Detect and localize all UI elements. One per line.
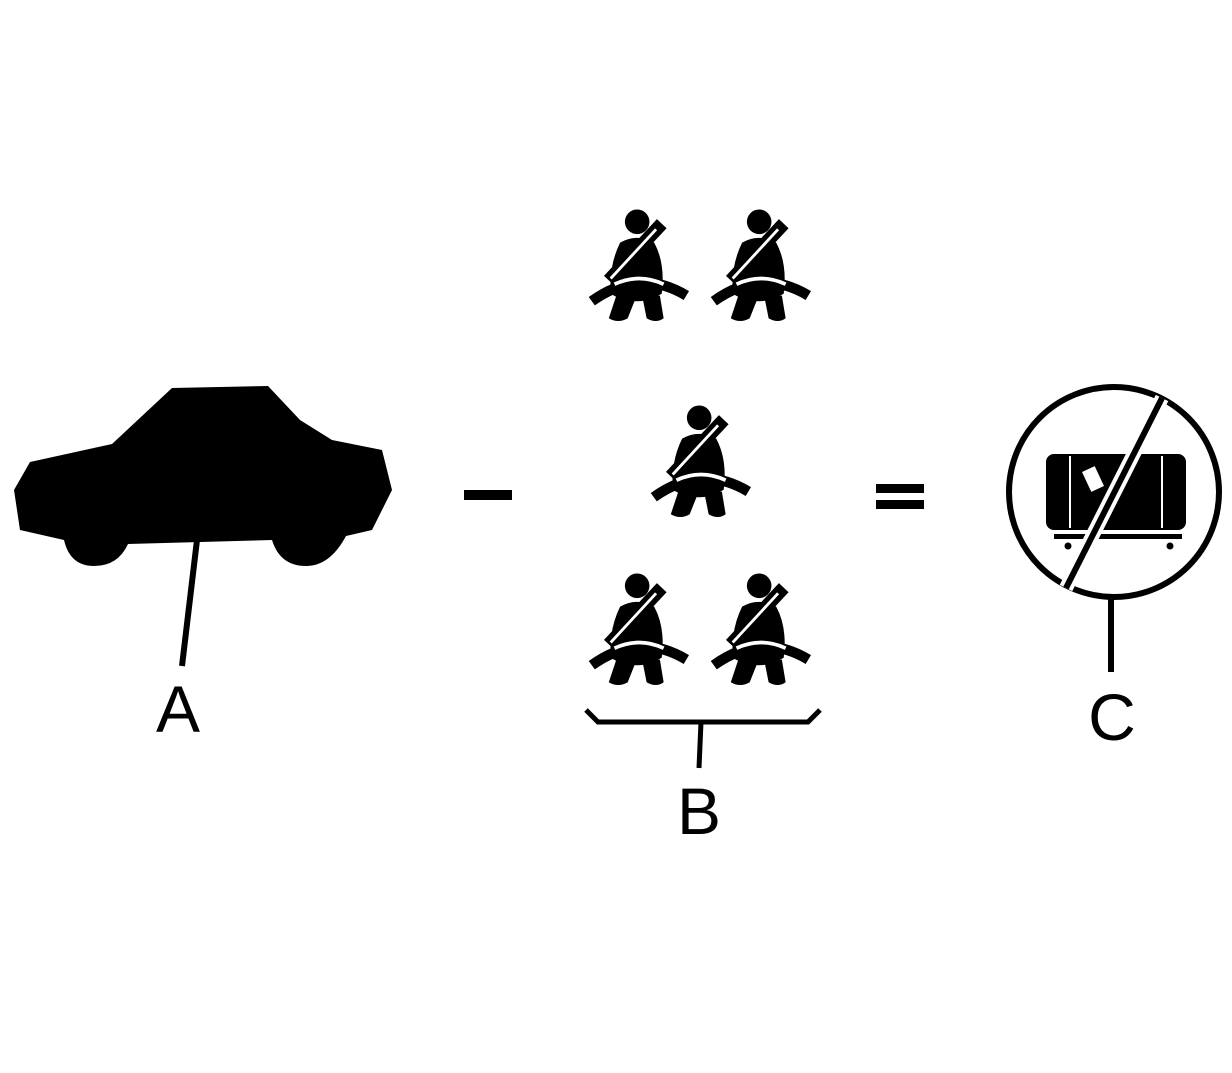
callout-b-bracket (584, 708, 822, 725)
callout-c-label: C (1088, 680, 1136, 754)
car-icon (14, 386, 392, 566)
callout-a-label: A (156, 672, 200, 746)
passenger-icon (592, 209, 687, 321)
no-cargo-prohibition-icon: C (1006, 384, 1222, 754)
passenger-icon (654, 405, 749, 517)
passenger-icon (592, 573, 687, 685)
occupants-group: B (584, 209, 822, 848)
equals-sign (876, 484, 924, 509)
passenger-icon (714, 209, 809, 321)
passenger-icon (714, 573, 809, 685)
minus-sign (464, 490, 512, 500)
callout-b-line (696, 721, 704, 769)
vehicle-group: A (14, 386, 392, 746)
callout-b-label: B (677, 774, 721, 848)
callout-a-line (179, 539, 200, 667)
